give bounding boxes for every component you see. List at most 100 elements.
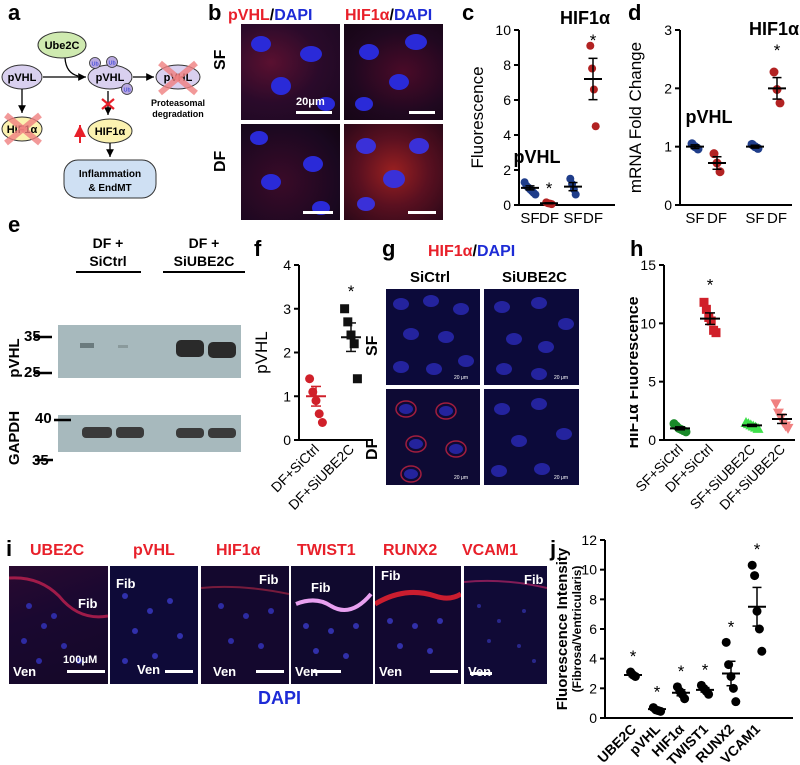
ube2c-node xyxy=(37,31,87,59)
pathway-diagram: Ube2C pVHL pVHL Ub Ub Ub pVHL Proteasoma… xyxy=(1,31,205,199)
panel-b-row-df: DF xyxy=(212,150,229,172)
x-tick-label: DF xyxy=(583,210,603,227)
data-point xyxy=(586,41,595,50)
scale-bar xyxy=(409,111,435,114)
western-blot: DF + SiCtrl DF + SiUBE2C 35 25 pVHL 40 3… xyxy=(6,235,245,469)
significance-star: * xyxy=(678,662,685,681)
y-tick-label: 3 xyxy=(664,22,672,38)
y-tick-label: 2 xyxy=(503,162,511,178)
data-point xyxy=(340,304,350,314)
data-point xyxy=(709,149,719,159)
significance-star: * xyxy=(590,31,597,50)
y-tick-label: 4 xyxy=(283,257,291,273)
micrograph-g-df-sictrl: 20 μm xyxy=(386,389,480,485)
scale-bar xyxy=(470,672,492,675)
scale-bar-label: 20μm xyxy=(296,96,325,108)
tissue-runx2: Fib Ven xyxy=(375,566,461,684)
hif-text: HIF1α xyxy=(95,126,126,138)
ven-label: Ven xyxy=(13,664,37,679)
proteasomal-text: Proteasomal xyxy=(151,98,205,108)
data-point xyxy=(750,571,760,581)
data-point xyxy=(343,317,353,327)
data-point xyxy=(706,316,716,326)
data-point xyxy=(305,374,315,384)
panel-letter-a: a xyxy=(8,0,21,25)
label-twist1: TWIST1 xyxy=(297,542,356,559)
col-sictrl: SiCtrl xyxy=(410,269,450,286)
panel-b-row-sf: SF xyxy=(212,49,229,70)
data-point xyxy=(752,422,764,433)
x-tick-label: SF xyxy=(685,210,704,227)
panel-g-row-df: DF xyxy=(364,438,381,460)
data-point xyxy=(308,387,318,397)
data-point xyxy=(591,122,600,131)
y-tick-label: 0 xyxy=(283,432,291,448)
y-tick-label: 2 xyxy=(283,345,291,361)
micrograph-b-sf-pvhl: 20μm xyxy=(241,24,340,120)
scale-bar xyxy=(67,670,105,673)
y-tick-label: 0 xyxy=(503,197,511,213)
x-tick-label: DF xyxy=(707,210,727,227)
label-runx2: RUNX2 xyxy=(383,542,438,559)
micrograph-g-sf-sictrl: 20 μm xyxy=(386,289,480,385)
panel-letter-c: c xyxy=(462,0,475,25)
tissue-hif: Fib Ven xyxy=(201,566,289,684)
y-tick-label: 3 xyxy=(283,301,291,317)
tissue-pvhl: Fib Ven xyxy=(110,566,198,684)
pvhl-ub-text: pVHL xyxy=(96,72,125,84)
y-axis-label-2: (Fibrosa/Ventricularis) xyxy=(570,566,584,693)
panel-g-row-sf: SF xyxy=(364,335,381,356)
panel-b-title: pVHL/DAPI HIF1α/DAPI xyxy=(228,7,432,24)
data-point xyxy=(317,418,327,427)
data-point xyxy=(352,374,362,384)
data-point xyxy=(775,98,785,108)
y-tick-label: 10 xyxy=(640,315,656,331)
y-tick-label: 0 xyxy=(664,197,672,213)
significance-star: * xyxy=(702,660,709,679)
lane1-label-2: SiCtrl xyxy=(89,253,126,269)
panel-letter-h: h xyxy=(630,236,644,261)
y-axis-label: Fluorescence Intensity xyxy=(554,547,571,710)
y-tick-label: 15 xyxy=(640,257,656,273)
mw-25: 25 xyxy=(24,364,41,381)
label-pvhl: pVHL xyxy=(133,542,175,559)
y-axis-label: HIF1α Fluorescence xyxy=(630,296,642,448)
inflammation-box xyxy=(63,159,157,199)
significance-star: * xyxy=(546,179,553,198)
significance-star: * xyxy=(728,617,735,636)
gapdh-blot-label: GAPDH xyxy=(6,411,23,465)
y-axis-label: mRNA Fold Change xyxy=(627,42,645,193)
fib-label: Fib xyxy=(78,596,98,611)
micrograph-g-sf-siube2c: 20 μm xyxy=(484,289,579,385)
y-tick-label: 12 xyxy=(581,532,597,548)
data-point xyxy=(757,646,767,656)
label-hif: HIF1α xyxy=(216,542,261,559)
ube2c-text: Ube2C xyxy=(45,40,80,52)
data-point xyxy=(571,190,580,199)
panel-letter-d: d xyxy=(628,0,642,25)
lane1-label-1: DF + xyxy=(93,235,124,251)
svg-text:pVHL/DAPI: pVHL/DAPI xyxy=(228,7,312,24)
data-point xyxy=(699,297,709,307)
y-tick-label: 2 xyxy=(664,80,672,96)
data-point xyxy=(711,328,721,338)
data-point xyxy=(531,190,540,199)
col-siube2c: SiUBE2C xyxy=(502,269,567,286)
degradation-text: degradation xyxy=(152,109,204,119)
data-point xyxy=(314,409,324,419)
x-tick-label: SF xyxy=(745,210,764,227)
data-point xyxy=(770,399,782,410)
svg-text:Ub: Ub xyxy=(91,62,98,68)
scale-bar xyxy=(313,670,341,673)
lane2-label-2: SiUBE2C xyxy=(174,253,235,269)
y-tick-label: 10 xyxy=(581,562,597,578)
tissue-vcam1: Fib Ven xyxy=(464,566,547,684)
scale-bar xyxy=(408,211,436,214)
y-axis-label: Fluorescence xyxy=(468,66,487,168)
panel-i-labels: UBE2C pVHL HIF1α TWIST1 RUNX2 VCAM1 xyxy=(30,542,550,564)
data-point xyxy=(769,67,779,77)
